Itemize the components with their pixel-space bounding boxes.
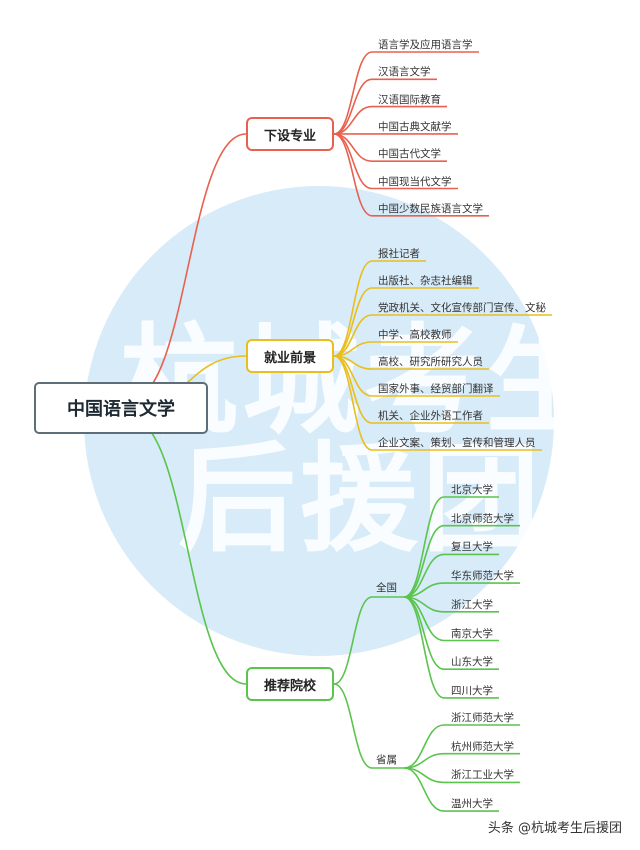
major-branch-line xyxy=(333,78,373,135)
major-branch-line xyxy=(333,133,373,162)
career-branch-line xyxy=(333,260,373,357)
category-majors: 下设专业 xyxy=(246,117,334,151)
provincial-school-item: 温州大学 xyxy=(451,798,493,811)
national-branch-line xyxy=(403,496,445,598)
schools-to-national-line xyxy=(333,596,373,685)
career-item: 国家外事、经贸部门翻译 xyxy=(378,383,494,395)
national-school-item: 南京大学 xyxy=(451,627,493,640)
root-node: 中国语言文学 xyxy=(34,382,208,434)
provincial-school-item: 浙江工业大学 xyxy=(451,769,514,782)
schools-provincial-label: 省属 xyxy=(376,754,397,766)
career-item: 报社记者 xyxy=(378,248,420,260)
major-item: 中国古典文献学 xyxy=(378,120,452,133)
major-item: 中国现当代文学 xyxy=(378,175,452,188)
footer-credit: 头条 @杭城考生后援团 xyxy=(487,821,622,836)
major-item: 中国少数民族语言文学 xyxy=(378,202,483,215)
major-item: 汉语言文学 xyxy=(378,66,431,79)
major-branch-line xyxy=(333,105,373,135)
provincial-branch-line xyxy=(403,767,445,812)
major-item: 汉语国际教育 xyxy=(378,93,441,106)
career-item: 出版社、杂志社编辑 xyxy=(378,275,473,287)
schools-national-label: 全国 xyxy=(376,582,397,594)
national-school-item: 北京师范大学 xyxy=(451,512,514,525)
career-item: 中学、高校教师 xyxy=(378,329,452,341)
national-branch-line xyxy=(403,524,445,598)
root-to-schools-line xyxy=(129,417,247,685)
schools-to-provincial-line xyxy=(333,683,373,769)
majors-connectors xyxy=(129,51,489,401)
national-school-item: 浙江大学 xyxy=(451,598,493,611)
major-item: 语言学及应用语言学 xyxy=(378,39,473,51)
major-item: 中国古代文学 xyxy=(378,148,441,161)
career-item: 机关、企业外语工作者 xyxy=(378,410,483,422)
root-to-majors-line xyxy=(129,133,247,401)
provincial-school-item: 杭州师范大学 xyxy=(451,740,514,753)
career-branch-line xyxy=(333,314,373,357)
national-school-item: 四川大学 xyxy=(451,684,493,697)
major-branch-line xyxy=(333,133,373,190)
national-school-item: 复旦大学 xyxy=(451,541,493,554)
national-school-item: 华东师范大学 xyxy=(451,570,514,583)
national-school-item: 山东大学 xyxy=(451,656,493,669)
national-school-item: 北京大学 xyxy=(451,484,493,496)
watermark-line-2: 后援团 xyxy=(178,430,545,568)
major-branch-line xyxy=(333,133,373,217)
major-branch-line xyxy=(333,51,373,135)
national-branch-line xyxy=(403,596,445,670)
national-branch-line xyxy=(403,596,445,699)
career-branch-line xyxy=(333,287,373,357)
career-branch-line xyxy=(333,355,373,424)
provincial-school-item: 浙江师范大学 xyxy=(451,712,514,724)
career-item: 企业文案、策划、宣传和管理人员 xyxy=(378,437,536,449)
career-item: 党政机关、文化宣传部门宣传、文秘 xyxy=(378,302,546,314)
career-item: 高校、研究所研究人员 xyxy=(378,356,483,368)
career-branch-line xyxy=(333,355,373,451)
category-career: 就业前景 xyxy=(246,339,334,373)
category-schools: 推荐院校 xyxy=(246,667,334,701)
